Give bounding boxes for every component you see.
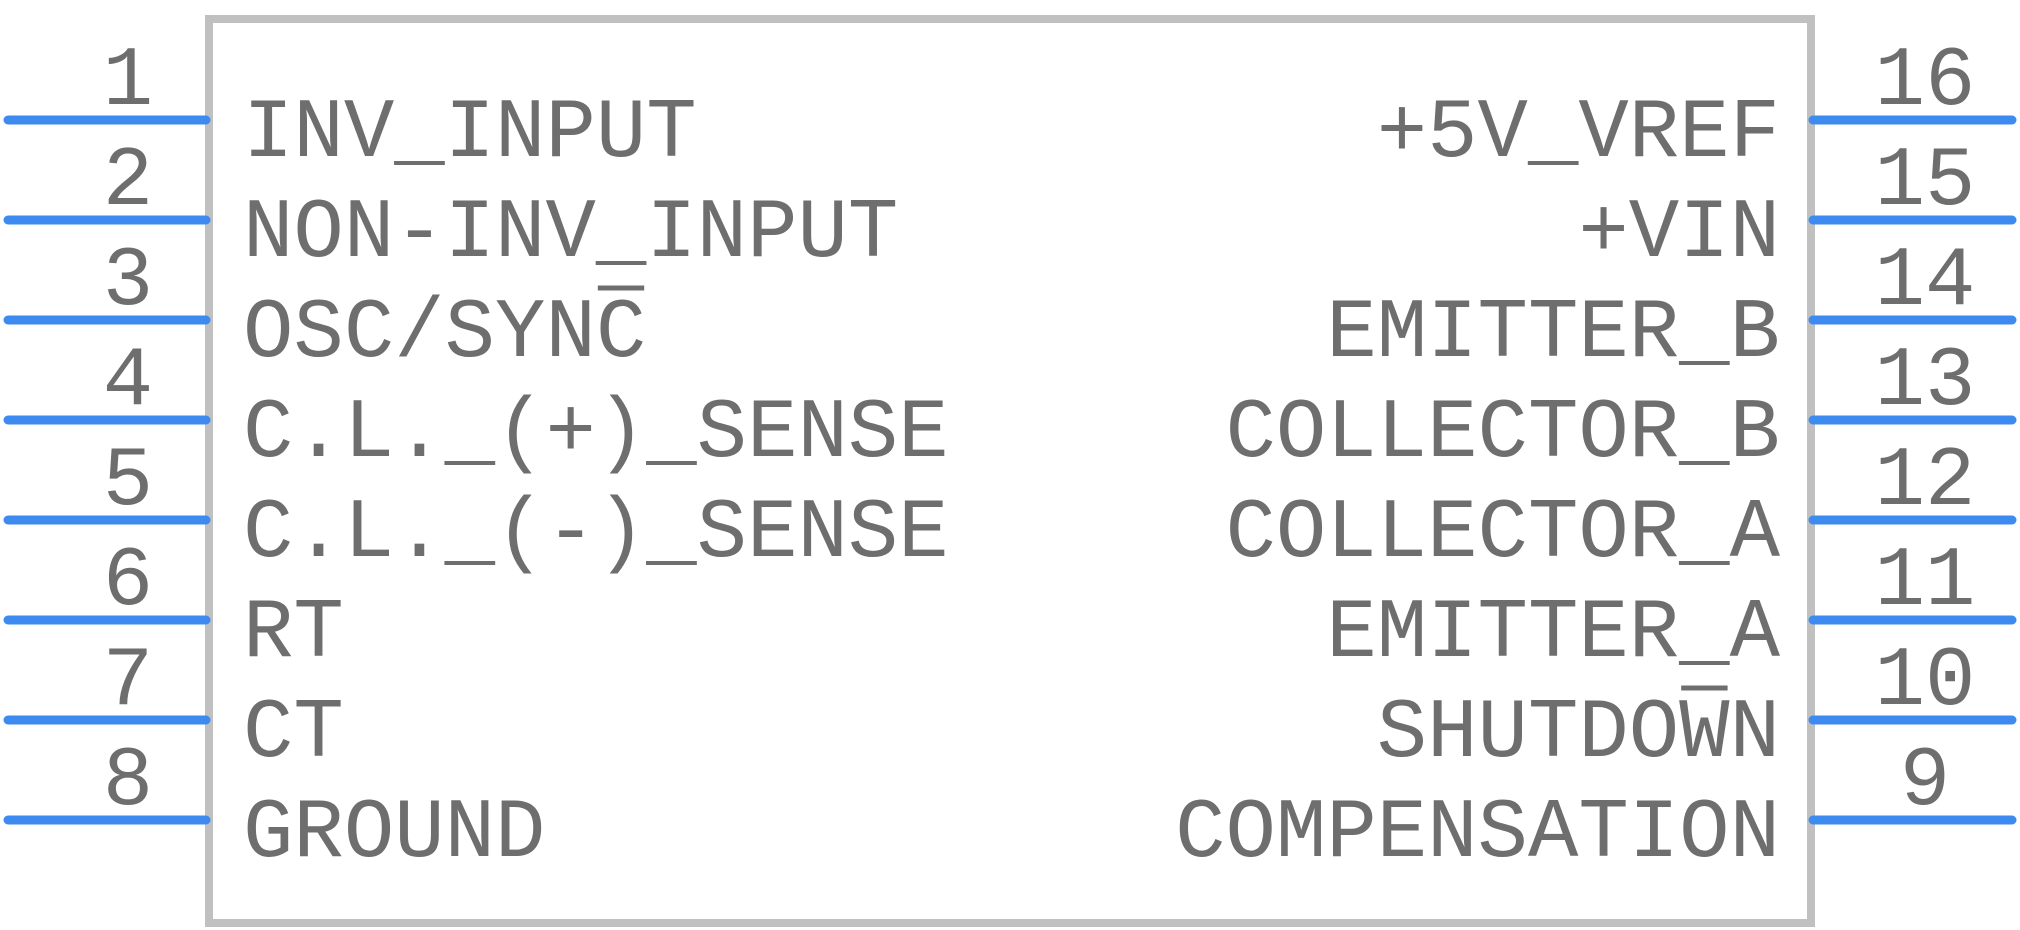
pin-name: CT	[243, 687, 344, 782]
pin-5: 5C.L._(-)_SENSE	[3, 435, 949, 582]
pin-7: 7CT	[3, 635, 344, 782]
pin-15: 15 +VIN	[1578, 135, 2017, 282]
pin-16: 16 +5V_VREF	[1377, 35, 2017, 182]
pin-number: 2	[103, 135, 153, 230]
pin-name: COLLECTOR_A	[1226, 487, 1781, 582]
pin-name: +VIN	[1578, 187, 1780, 282]
pin-number: 3	[103, 235, 153, 330]
pin-name: +5V_VREF	[1377, 87, 1780, 182]
pin-name: RT	[243, 587, 344, 682]
pin-name: COLLECTOR_B	[1226, 387, 1781, 482]
pin-name: C.L._(+)_SENSE	[243, 387, 949, 482]
pin-number: 6	[103, 535, 153, 630]
pin-name: INV_INPUT	[243, 87, 697, 182]
pin-number: 16	[1875, 35, 1976, 130]
pin-number: 8	[103, 735, 153, 830]
pin-6: 6RT	[3, 535, 344, 682]
pin-number: 1	[103, 35, 153, 130]
pin-number: 10	[1875, 635, 1976, 730]
pin-name: GROUND	[243, 787, 545, 882]
pin-name: SHUTDOWN	[1377, 687, 1780, 782]
pin-number: 5	[103, 435, 153, 530]
ic-body-outline	[205, 15, 1815, 927]
pin-number: 14	[1875, 235, 1976, 330]
left-pin-group: 1INV_INPUT2NON-INV_INPUT3OSC/SYNC4C.L._(…	[3, 35, 949, 882]
pin-name: EMITTER_A	[1326, 587, 1780, 682]
pin-name: OSC/SYNC	[243, 287, 646, 382]
pin-number: 9	[1900, 735, 1950, 830]
pin-name: NON-INV_INPUT	[243, 187, 898, 282]
pin-number: 7	[103, 635, 153, 730]
pin-name: EMITTER_B	[1326, 287, 1780, 382]
pin-number: 11	[1875, 535, 1976, 630]
pin-number: 15	[1875, 135, 1976, 230]
right-pin-group: 16+5V_VREF15+VIN14EMITTER_B13COLLECTOR_B…	[1175, 35, 2017, 882]
pin-number: 13	[1875, 335, 1976, 430]
pin-name: COMPENSATION	[1175, 787, 1780, 882]
pin-name: C.L._(-)_SENSE	[243, 487, 949, 582]
pin-number: 12	[1875, 435, 1976, 530]
pin-number: 4	[103, 335, 153, 430]
pin-4: 4C.L._(+)_SENSE	[3, 335, 949, 482]
